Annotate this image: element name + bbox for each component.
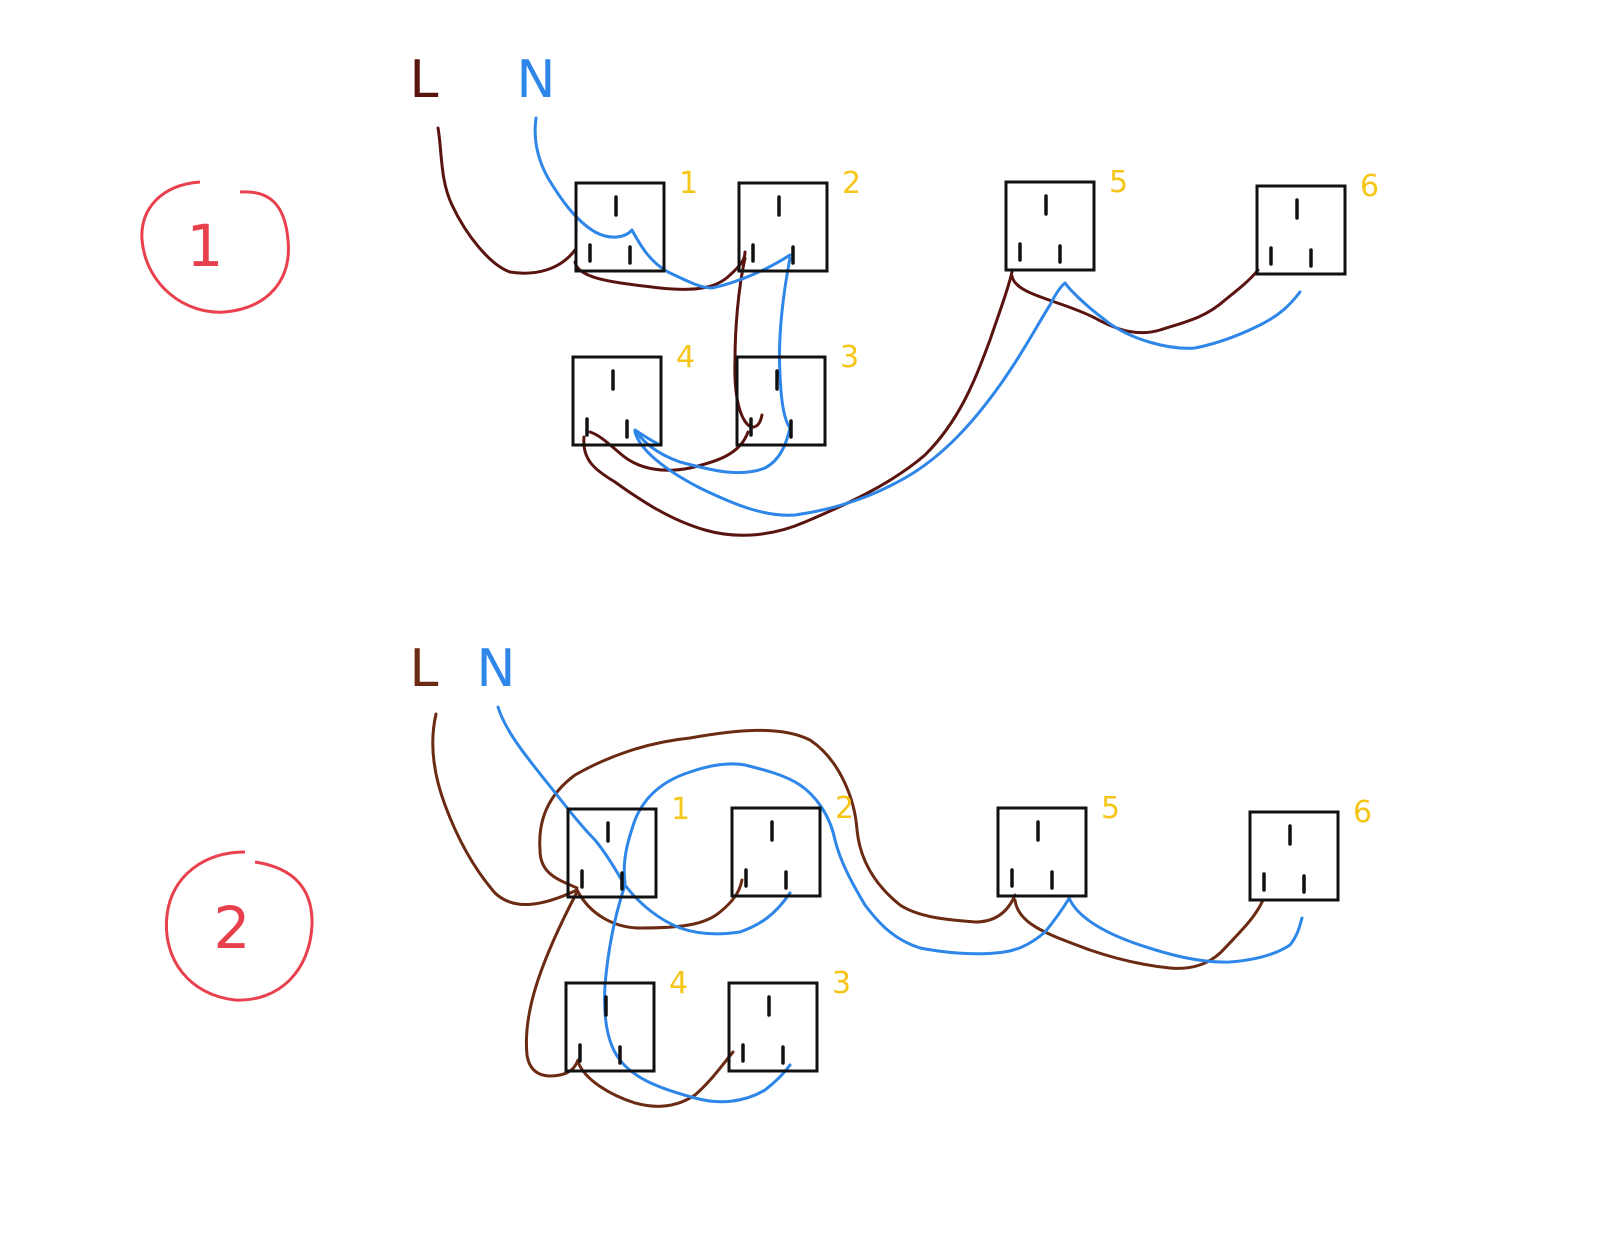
diagram-1-live-label: L [410, 50, 439, 110]
diagram-2-live-wires [431, 712, 1265, 1108]
diagram-2-neutral-wires [496, 705, 1304, 1104]
socket-outline [571, 355, 663, 447]
diagram1-socket-6: 6 [1255, 169, 1379, 276]
diagram-1: 1 L N [140, 50, 1302, 537]
socket-outline [1004, 180, 1096, 272]
diagram2-socket-3: 3 [727, 966, 851, 1073]
diagram-2-live-label: L [410, 639, 439, 699]
socket-number: 4 [676, 340, 695, 375]
socket-outline [735, 355, 827, 447]
socket-number: 2 [842, 166, 861, 201]
diagram-1-number: 1 [187, 212, 224, 280]
socket-number: 2 [835, 791, 854, 826]
diagram2-socket-2: 2 [730, 791, 854, 898]
diagram1-socket-4: 4 [571, 340, 695, 447]
diagram-2-badge: 2 [164, 850, 314, 1002]
socket-number: 3 [840, 340, 859, 375]
socket-number: 5 [1101, 791, 1120, 826]
socket-number: 6 [1353, 795, 1372, 830]
diagram1-socket-2: 2 [737, 166, 861, 273]
diagram-2-neutral-label: N [477, 639, 516, 699]
diagram2-socket-4: 4 [564, 966, 688, 1073]
diagram-1-neutral-label: N [517, 50, 556, 110]
socket-number: 4 [669, 966, 688, 1001]
socket-outline [730, 806, 822, 898]
socket-number: 6 [1360, 169, 1379, 204]
socket-number: 1 [679, 166, 698, 201]
diagram1-socket-3: 3 [735, 340, 859, 447]
socket-number: 3 [832, 966, 851, 1001]
diagram2-socket-5: 5 [996, 791, 1120, 898]
socket-outline [566, 807, 658, 899]
socket-outline [574, 181, 666, 273]
diagram2-socket-1: 1 [566, 792, 690, 899]
socket-outline [564, 981, 656, 1073]
diagram-2-number: 2 [214, 894, 251, 962]
socket-outline [727, 981, 819, 1073]
socket-outline [1255, 184, 1347, 276]
diagram2-socket-6: 6 [1248, 795, 1372, 902]
socket-outline [1248, 810, 1340, 902]
diagram-1-badge: 1 [140, 180, 290, 314]
sockets-layer: 1 2 3 4 5 6 1 2 3 4 5 6 [564, 165, 1379, 1073]
socket-outline [996, 806, 1088, 898]
diagram1-socket-1: 1 [574, 166, 698, 273]
socket-number: 1 [671, 792, 690, 827]
socket-outline [737, 181, 829, 273]
socket-number: 5 [1109, 165, 1128, 200]
diagram1-socket-5: 5 [1004, 165, 1128, 272]
diagram-1-neutral-wires [533, 116, 1302, 517]
diagram-2: 2 L N [164, 639, 1304, 1108]
